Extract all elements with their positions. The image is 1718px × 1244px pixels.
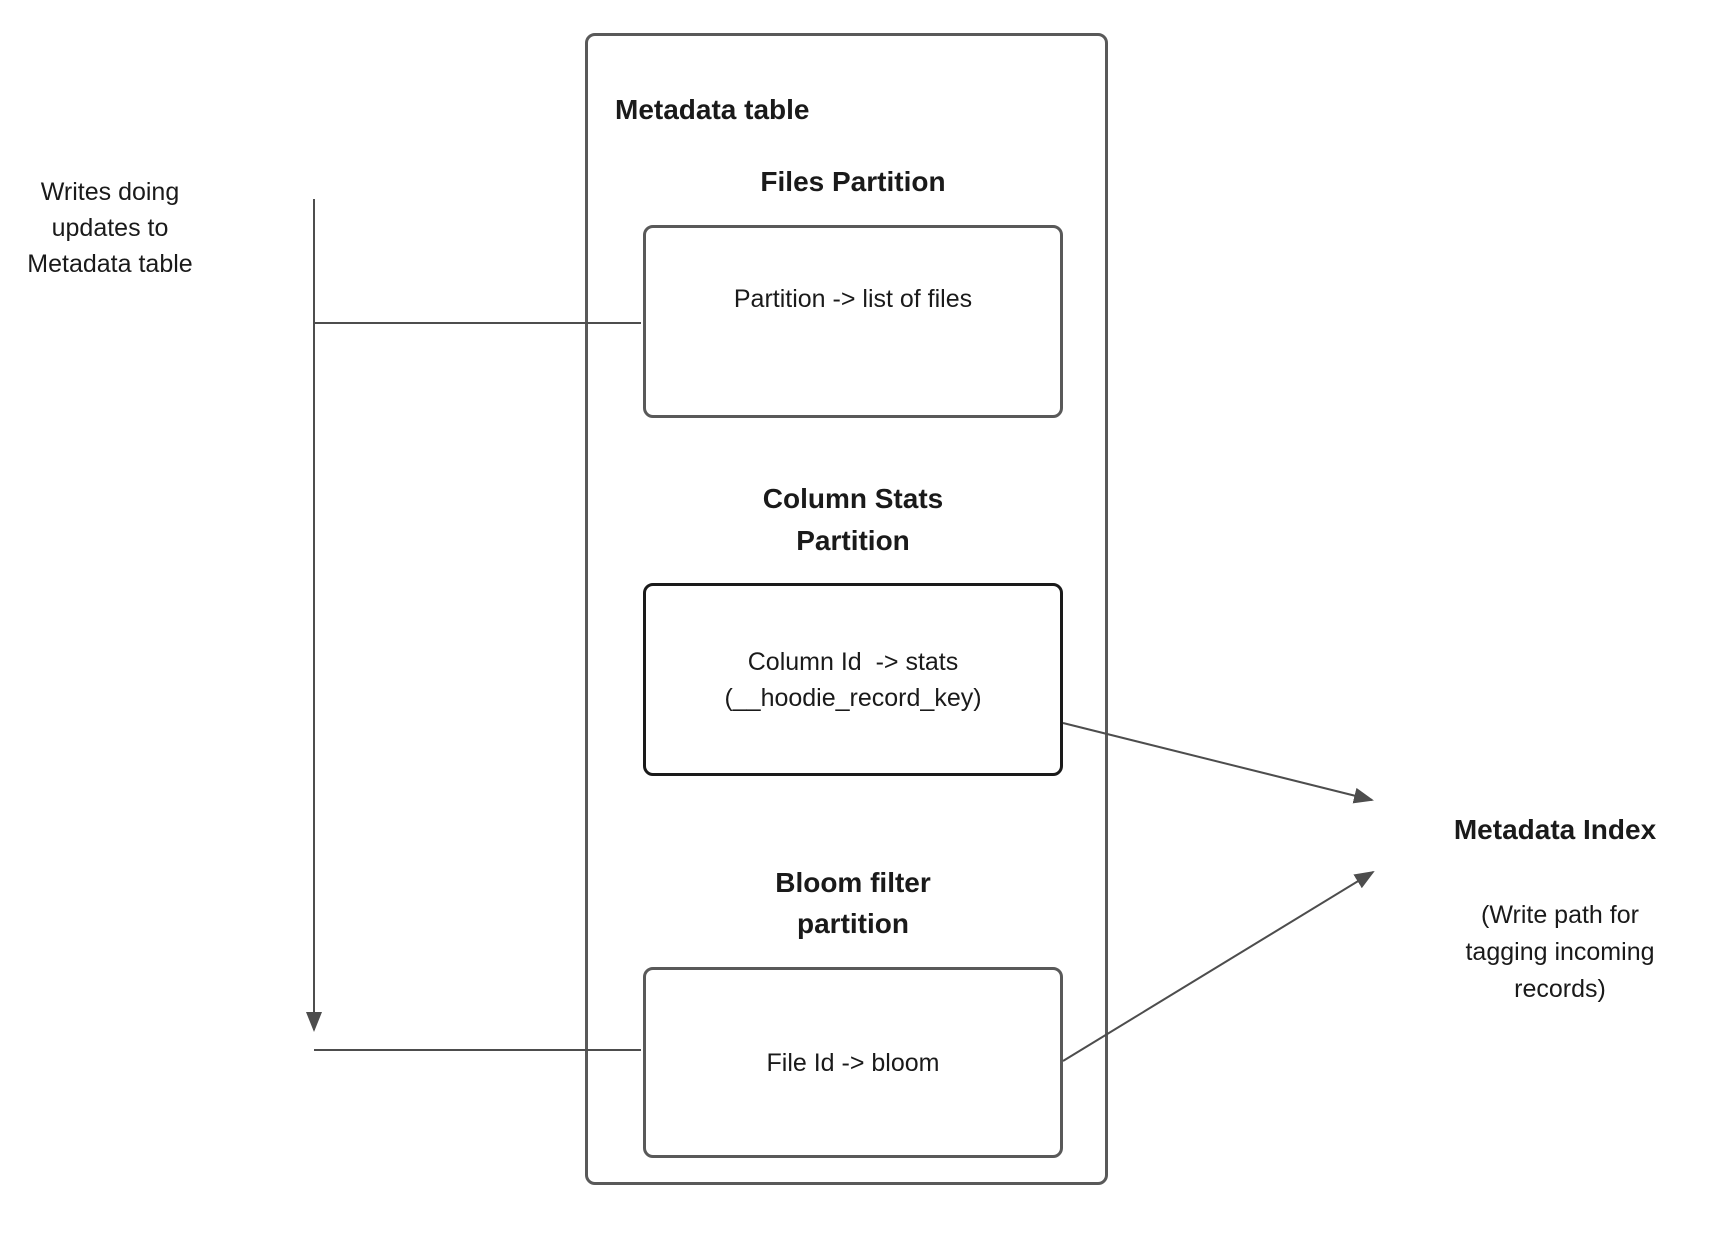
bloom-filter-partition-box-text: File Id -> bloom (766, 1048, 940, 1077)
bloom-filter-partition-heading: Bloom filter partition (775, 867, 931, 939)
files-partition-box: Partition -> list of files (643, 225, 1063, 418)
column-stats-partition-box: Column Id -> stats (__hoodie_record_key) (643, 583, 1063, 776)
metadata-table-title: Metadata table (615, 94, 810, 125)
bloom-to-index-arrow (1062, 870, 1375, 1062)
stats-to-index-arrow (1062, 722, 1374, 804)
column-stats-partition-heading: Column Stats Partition (762, 483, 944, 556)
bloom-filter-partition-box: File Id -> bloom (643, 967, 1063, 1158)
files-partition-box-text: Partition -> list of files (733, 285, 973, 313)
column-stats-partition-box-text: Column Id -> stats (__hoodie_record_key) (724, 648, 982, 712)
files-partition-heading: Files Partition (760, 166, 946, 197)
metadata-index-title: Metadata Index (1453, 814, 1657, 845)
metadata-index-note: (Write path for tagging incoming records… (1465, 901, 1655, 1003)
writes-updates-label: Writes doing updates to Metadata table (27, 178, 193, 278)
